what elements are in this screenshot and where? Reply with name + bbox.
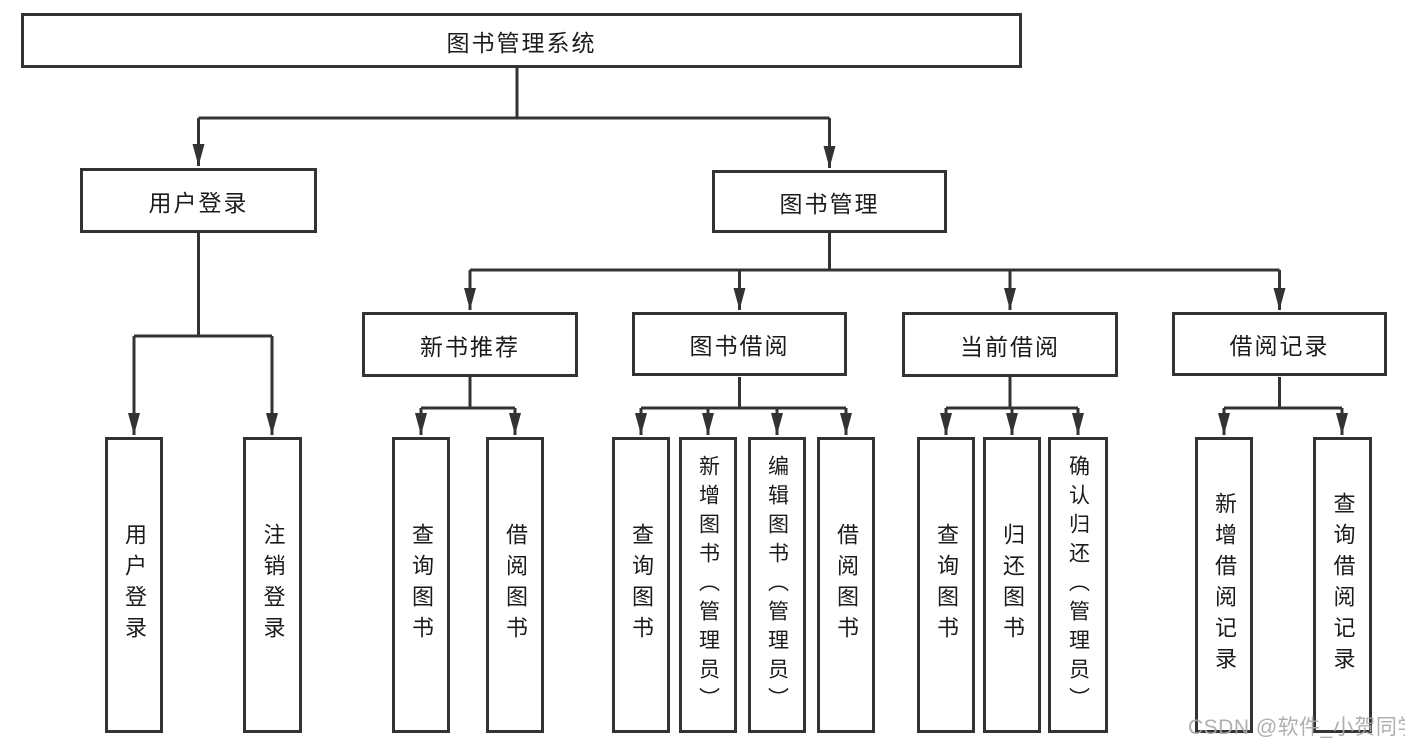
leaf-borrow-books-borrow-label: 借阅图书 bbox=[834, 523, 859, 647]
node-book-borrow: 图书借阅 bbox=[632, 312, 847, 376]
leaf-edit-book-admin-label: 编辑图书（管理员） bbox=[765, 454, 789, 716]
leaf-borrow-books-recommend: 借阅图书 bbox=[486, 437, 544, 733]
leaf-add-borrow-record: 新增借阅记录 bbox=[1195, 437, 1253, 733]
leaf-add-book-admin-label: 新增图书（管理员） bbox=[696, 454, 720, 716]
leaf-query-books-current-label: 查询图书 bbox=[934, 523, 959, 647]
leaf-logout: 注销登录 bbox=[243, 437, 302, 733]
leaf-query-books-current: 查询图书 bbox=[917, 437, 975, 733]
leaf-query-borrow-record: 查询借阅记录 bbox=[1313, 437, 1372, 733]
node-user-login-label: 用户登录 bbox=[148, 189, 249, 216]
leaf-confirm-return-admin: 确认归还（管理员） bbox=[1048, 437, 1108, 733]
leaf-user-login-label: 用户登录 bbox=[122, 523, 147, 647]
node-new-book-recommend-label: 新书推荐 bbox=[420, 333, 520, 360]
node-book-management: 图书管理 bbox=[712, 170, 947, 233]
leaf-return-book-label: 归还图书 bbox=[1000, 523, 1025, 647]
csdn-watermark: CSDN @软件_小贺同学 bbox=[1188, 716, 1405, 739]
leaf-add-book-admin: 新增图书（管理员） bbox=[679, 437, 737, 733]
leaf-borrow-books-recommend-label: 借阅图书 bbox=[503, 523, 528, 647]
leaf-user-login: 用户登录 bbox=[105, 437, 163, 733]
node-user-login: 用户登录 bbox=[80, 168, 317, 233]
leaf-logout-label: 注销登录 bbox=[260, 523, 286, 647]
leaf-query-borrow-record-label: 查询借阅记录 bbox=[1330, 492, 1356, 678]
node-new-book-recommend: 新书推荐 bbox=[362, 312, 578, 377]
leaf-query-books-recommend: 查询图书 bbox=[392, 437, 450, 733]
leaf-add-borrow-record-label: 新增借阅记录 bbox=[1212, 492, 1237, 678]
node-borrow-records-label: 借阅记录 bbox=[1229, 333, 1330, 359]
node-current-borrow-label: 当前借阅 bbox=[960, 333, 1060, 360]
leaf-confirm-return-admin-label: 确认归还（管理员） bbox=[1066, 454, 1090, 716]
node-current-borrow: 当前借阅 bbox=[902, 312, 1118, 377]
leaf-query-books-borrow-label: 查询图书 bbox=[629, 523, 654, 647]
leaf-query-books-borrow: 查询图书 bbox=[612, 437, 670, 733]
node-borrow-records: 借阅记录 bbox=[1172, 312, 1387, 376]
root-node: 图书管理系统 bbox=[21, 13, 1022, 68]
node-book-borrow-label: 图书借阅 bbox=[689, 333, 790, 359]
leaf-return-book: 归还图书 bbox=[983, 437, 1041, 733]
node-book-management-label: 图书管理 bbox=[779, 190, 880, 217]
leaf-query-books-recommend-label: 查询图书 bbox=[409, 523, 434, 647]
leaf-edit-book-admin: 编辑图书（管理员） bbox=[748, 437, 806, 733]
root-node-label: 图书管理系统 bbox=[446, 29, 597, 56]
leaf-borrow-books-borrow: 借阅图书 bbox=[817, 437, 875, 733]
